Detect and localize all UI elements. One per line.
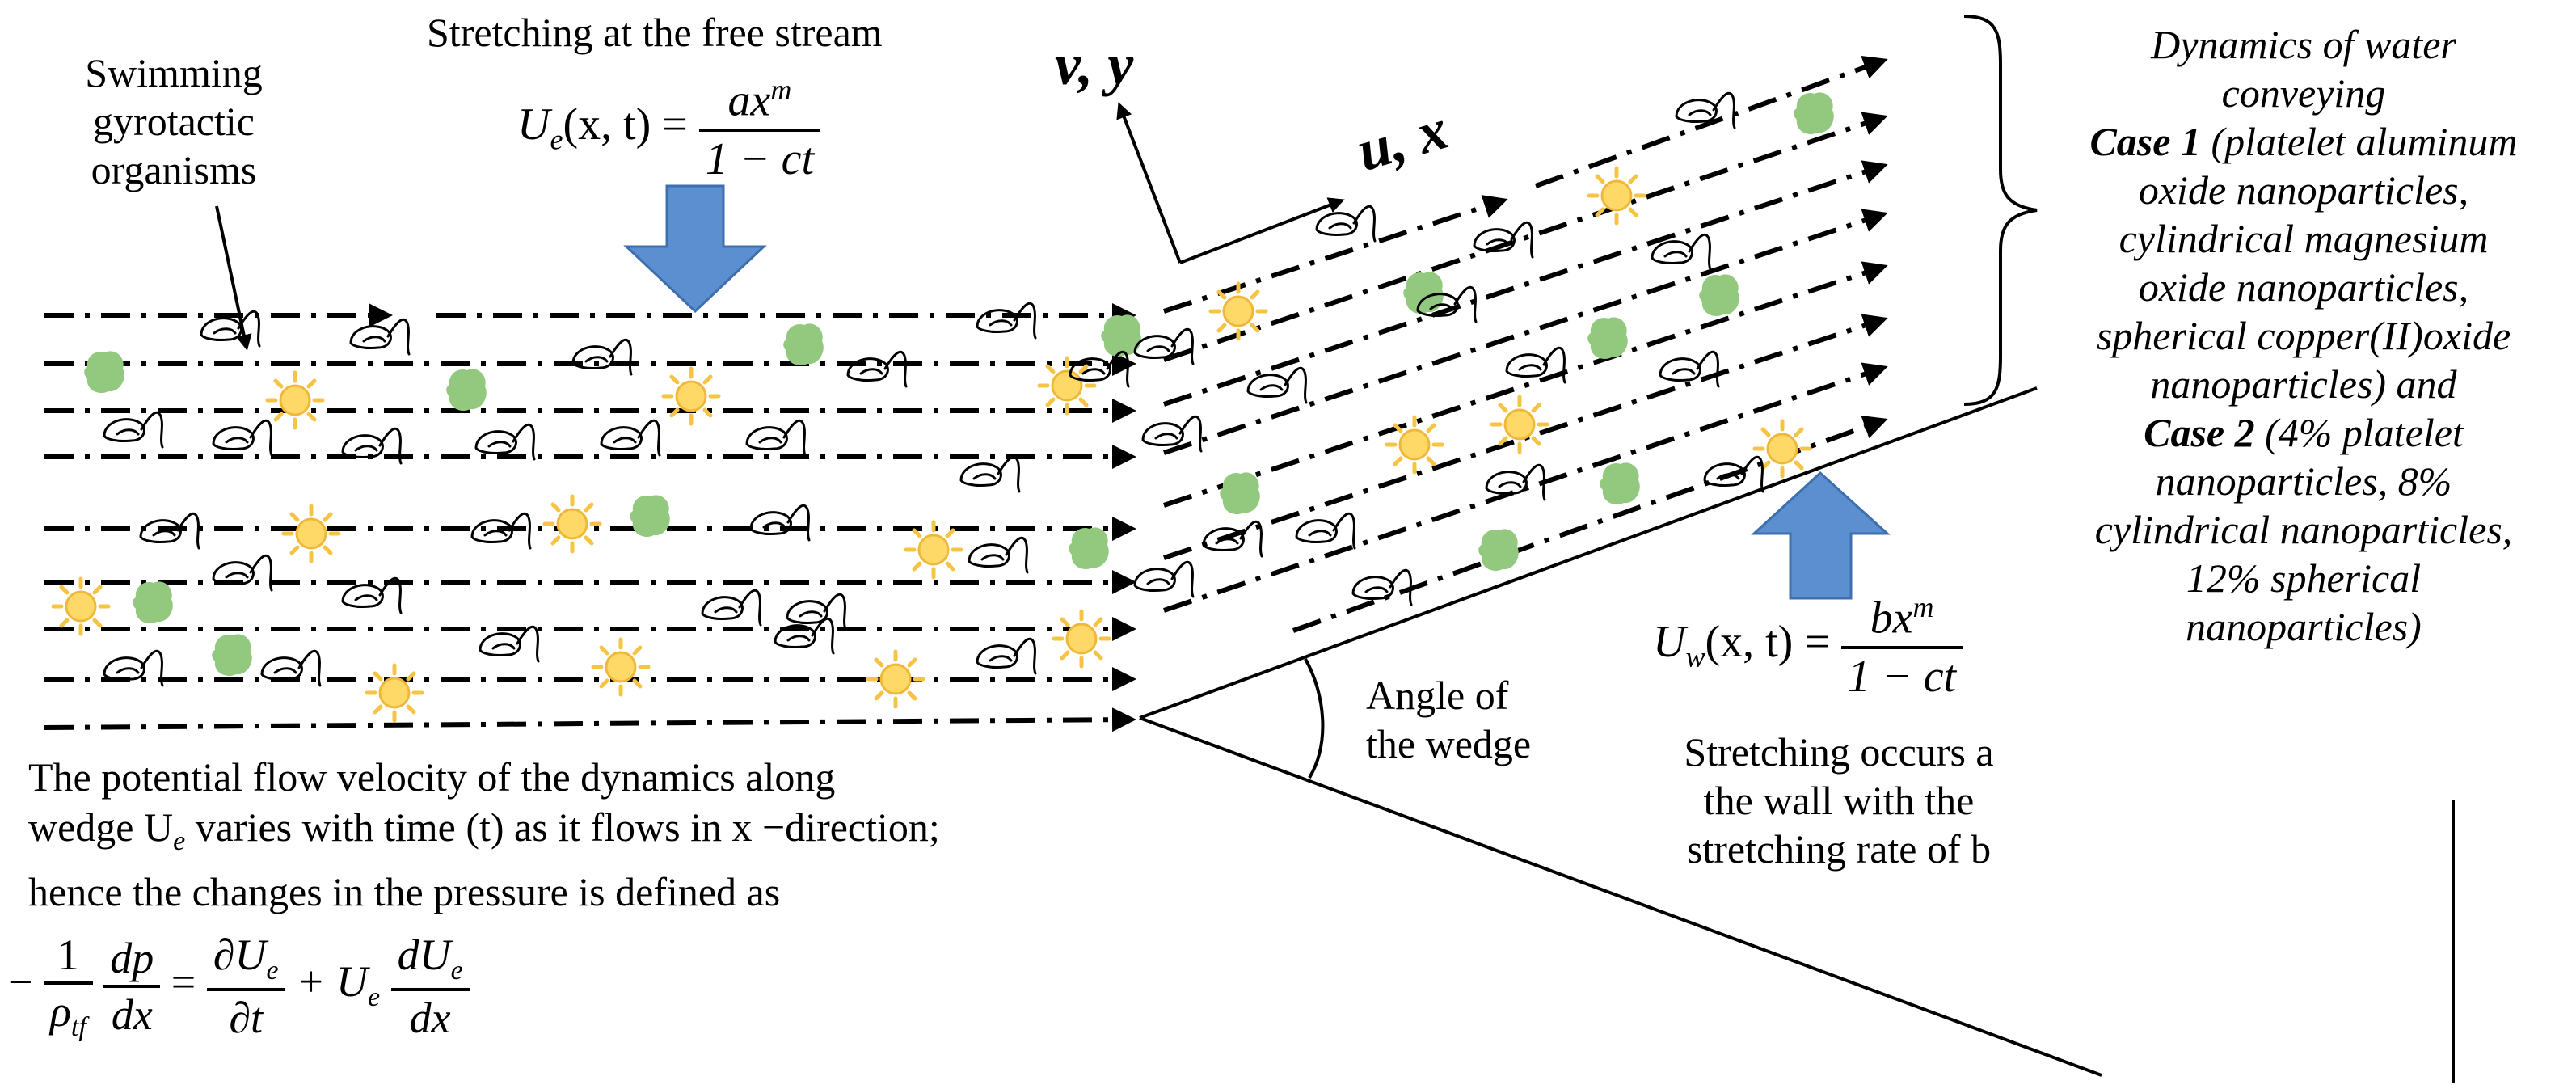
brace-icon: [1963, 15, 2038, 406]
pointer-line: [215, 205, 252, 351]
axes-icon: [1116, 102, 1345, 264]
right-flow-arrows: [1163, 56, 1888, 633]
organism-icon: [103, 91, 1764, 687]
nanoparticle-cases-legend: Dynamics of water conveying Case 1 (plat…: [2089, 22, 2518, 649]
stretching-wall-label: Stretching occurs a the wall with the st…: [1684, 729, 1994, 872]
stretching-free-stream-label: Stretching at the free stream: [427, 10, 883, 55]
left-flow-arrows: [44, 303, 1136, 732]
blue-arrow-icon: [1751, 471, 1891, 600]
sun-particle-icon: [53, 168, 1810, 720]
angle-of-wedge-label: Angle of the wedge: [1366, 673, 1532, 766]
green-particle-icon: [84, 92, 1834, 677]
axis-v-y-label: v, y: [1055, 32, 1134, 97]
swimming-organisms-label: Swimming gyrotactic organisms: [85, 50, 263, 192]
blue-arrow-icon: [623, 184, 767, 314]
potential-flow-description: The potential flow velocity of the dynam…: [28, 754, 940, 914]
wedge-lines: [1139, 386, 2455, 1083]
